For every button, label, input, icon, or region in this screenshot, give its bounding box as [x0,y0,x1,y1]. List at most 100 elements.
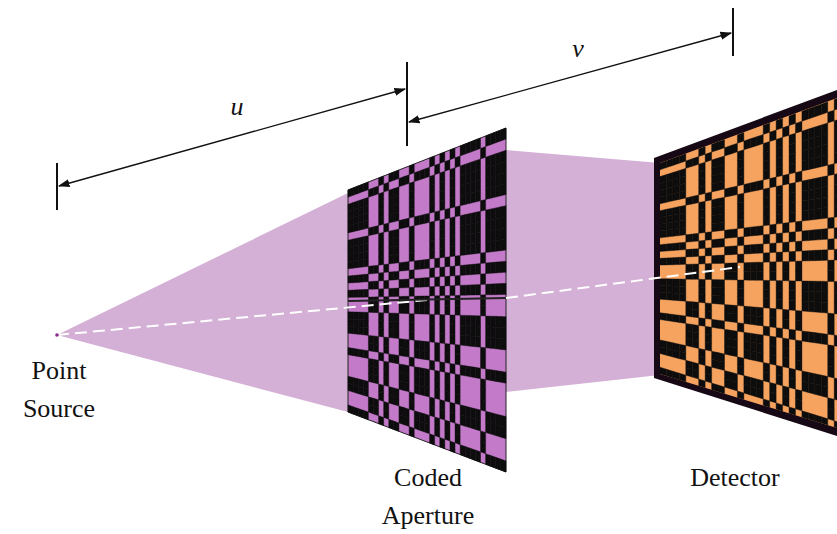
mask-cell [373,375,378,384]
mask-cell [430,231,435,241]
mask-cell [496,262,501,273]
mask-cell [699,240,705,248]
mask-cell [783,126,789,138]
mask-cell [744,139,750,150]
mask-cell [491,262,496,273]
mask-cell [491,230,496,242]
mask-cell [821,123,827,135]
mask-cell [821,197,827,208]
mask-cell [763,123,769,134]
central-ray [506,267,740,298]
mask-cell [389,205,394,215]
mask-cell [486,263,491,274]
mask-cell [679,227,685,235]
mask-cell [718,385,724,395]
mask-cell [783,338,789,349]
mask-cell [450,217,455,228]
mask-cell [460,415,465,427]
component-label: Point Source [4,352,114,428]
mask-cell [394,170,399,180]
mask-cell [776,118,782,130]
mask-cell [501,338,506,350]
mask-cell [491,208,496,220]
mask-cell [744,227,750,236]
mask-cell [660,216,666,224]
dimension-tick [732,8,734,56]
mask-cell [770,262,776,271]
mask-cell [465,406,470,418]
mask-cell [419,350,424,360]
mask-cell [763,160,769,171]
mask-cell [445,372,450,383]
mask-cell [783,223,789,233]
mask-cell [705,342,711,351]
mask-cell [496,414,501,426]
mask-cell [465,183,470,195]
mask-cell [705,311,711,320]
mask-cell [368,281,373,289]
mask-cell [491,423,496,435]
mask-cell [770,308,776,318]
mask-cell [460,164,465,176]
mask-cell [389,230,394,239]
mask-cell [744,384,750,395]
mask-cell [679,294,685,302]
mask-cell [501,261,506,272]
mask-cell [353,326,358,334]
mask-cell [384,264,389,273]
mask-cell [763,197,769,207]
mask-cell [666,369,672,378]
mask-cell [368,188,373,198]
mask-cell [757,334,763,344]
mask-cell [750,262,756,271]
mask-cell [718,139,724,149]
light-cone [57,193,348,412]
mask-cell [435,380,440,390]
mask-cell [776,290,782,300]
mask-cell [363,243,368,252]
mask-cell [445,160,450,171]
mask-cell [496,174,501,186]
mask-cell [379,232,384,241]
mask-cell [368,366,373,375]
mask-cell [358,275,363,283]
mask-cell [404,416,409,426]
mask-cell [737,323,743,333]
mask-cell [705,232,711,241]
mask-cell [455,305,460,315]
mask-cell [666,286,672,293]
mask-cell [409,226,414,236]
mask-cell [470,192,475,204]
mask-cell [757,262,763,271]
mask-cell [435,352,440,362]
mask-cell [705,303,711,312]
mask-cell [750,226,756,236]
mask-cell [460,245,465,256]
mask-cell [718,222,724,231]
mask-cell [783,357,789,368]
mask-cell [808,189,814,200]
mask-cell [460,285,465,295]
mask-cell [486,177,491,189]
mask-cell [828,408,834,421]
mask-cell [712,255,718,263]
mask-cell [470,140,475,152]
mask-cell [389,321,394,330]
mask-cell [491,413,496,425]
mask-cell [770,243,776,253]
mask-cell [430,314,435,323]
mask-cell [460,365,465,376]
mask-cell [481,274,486,285]
mask-cell [686,338,692,347]
mask-cell [440,409,445,420]
mask-cell [808,137,814,149]
mask-cell [712,207,718,216]
mask-cell [435,296,440,305]
mask-cell [358,259,363,267]
mask-cell [430,323,435,333]
mask-cell [399,347,404,356]
mask-cell [731,313,737,322]
mask-cell [718,238,724,247]
mask-cell [757,307,763,317]
mask-cell [486,316,491,327]
